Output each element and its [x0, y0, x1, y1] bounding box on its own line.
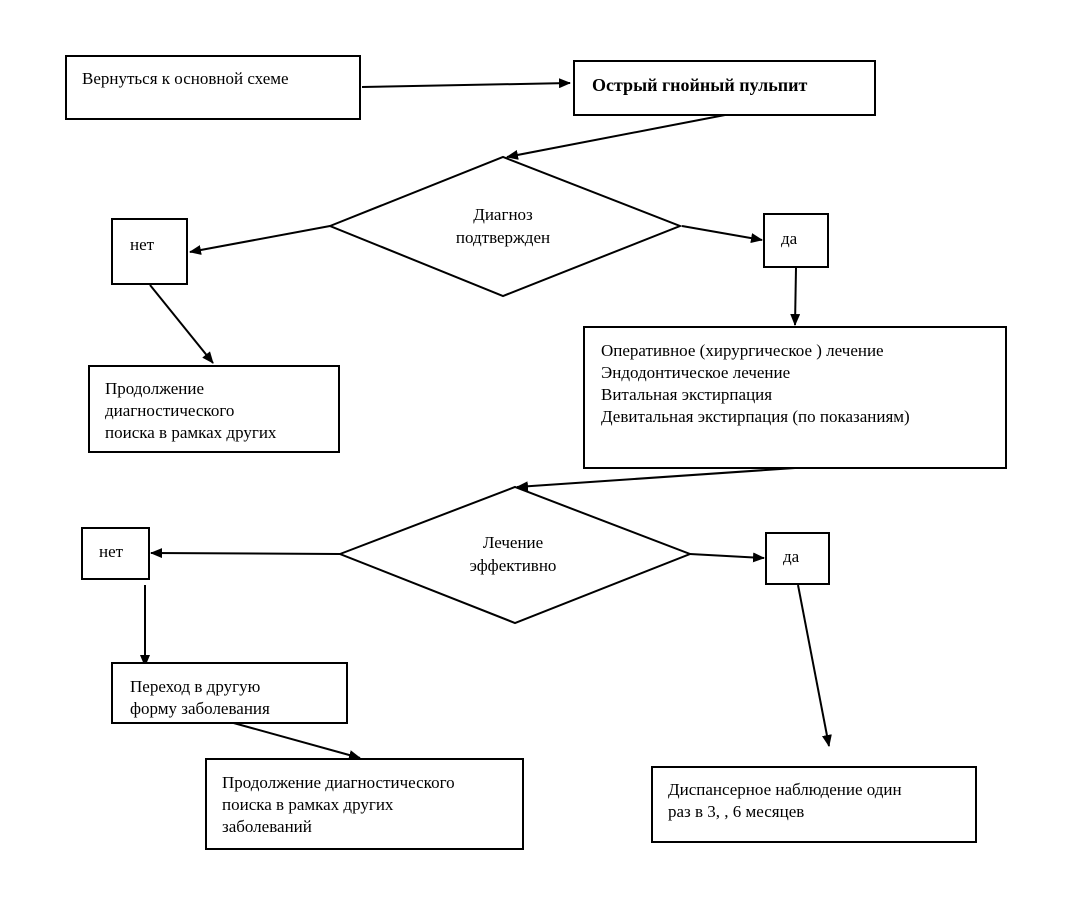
decision-effective-text: Лечение эффективно — [469, 533, 557, 575]
transition-text: Переход в другую форму заболевания — [130, 677, 270, 718]
yes-label-1: да — [781, 229, 798, 248]
decision-diagnosis-diamond — [327, 155, 683, 298]
no-box-1: нет — [111, 218, 188, 285]
decision-diagnosis-text: Диагноз подтвержден — [455, 205, 551, 247]
continue-search-text-2: Продолжение диагностического поиска в ра… — [222, 773, 455, 836]
arrow-back-to-title — [361, 78, 571, 89]
diagnosis-title-box: Острый гнойный пульпит — [573, 60, 876, 116]
arrow-effect-to-no2 — [150, 548, 341, 559]
arrow-no1-to-cont1 — [149, 284, 214, 364]
arrow-effect-to-yes2 — [689, 552, 765, 563]
continue-search-box-2: Продолжение диагностического поиска в ра… — [205, 758, 524, 850]
diagnosis-title-text: Острый гнойный пульпит — [592, 75, 808, 95]
no-label-1: нет — [130, 235, 155, 254]
arrow-treatment-to-effect — [516, 467, 796, 492]
no-label-2: нет — [99, 542, 124, 561]
arrow-yes1-to-treatment — [790, 267, 801, 326]
back-to-main-scheme-box[interactable]: Вернуться к основной схеме — [65, 55, 361, 120]
dispensary-box: Диспансерное наблюдение один раз в 3, , … — [651, 766, 977, 843]
transition-box: Переход в другую форму заболевания — [111, 662, 348, 724]
back-to-main-scheme-text: Вернуться к основной схеме — [82, 69, 289, 88]
no-box-2: нет — [81, 527, 150, 580]
continue-search-box-1: Продолжение диагностического поиска в ра… — [88, 365, 340, 453]
yes-label-2: да — [783, 547, 800, 566]
yes-box-2: да — [765, 532, 830, 585]
arrow-transition-to-cont2 — [229, 721, 361, 760]
arrow-yes2-to-dispensary — [797, 584, 832, 747]
dispensary-text: Диспансерное наблюдение один раз в 3, , … — [668, 780, 902, 821]
treatment-text: Оперативное (хирургическое ) лечение Энд… — [601, 341, 910, 426]
yes-box-1: да — [763, 213, 829, 268]
continue-search-text-1: Продолжение диагностического поиска в ра… — [105, 379, 277, 442]
treatment-box: Оперативное (хирургическое ) лечение Энд… — [583, 326, 1007, 469]
arrow-diag-to-no1 — [189, 225, 331, 255]
arrow-diag-to-yes1 — [681, 225, 763, 244]
arrow-title-to-diag — [506, 114, 726, 160]
